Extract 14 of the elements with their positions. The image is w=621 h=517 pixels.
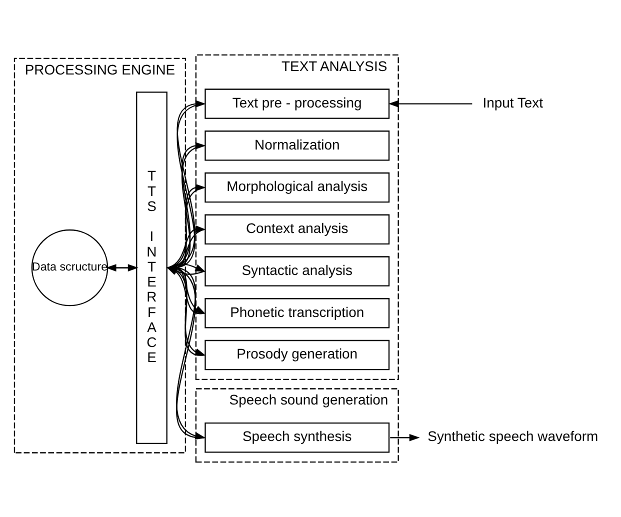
node-box: Normalization [204,130,390,161]
node-box: Phonetic transcription [204,298,390,328]
node-box: Context analysis [204,214,390,245]
node-box: Speech synthesis [204,422,390,453]
node-box: TTS INTERFACE [136,92,168,444]
node-text: Input Text [482,94,543,110]
arrow [390,434,420,442]
node-box: Prosody generation [204,340,390,370]
node-box: Syntactic analysis [204,256,390,286]
node-text: Synthetic speech waveform [428,428,598,444]
arrow [388,100,472,108]
node-box: Text pre - processing [204,88,390,119]
node-box: Morphological analysis [204,172,390,203]
node-circle: Data scructure [31,229,108,306]
